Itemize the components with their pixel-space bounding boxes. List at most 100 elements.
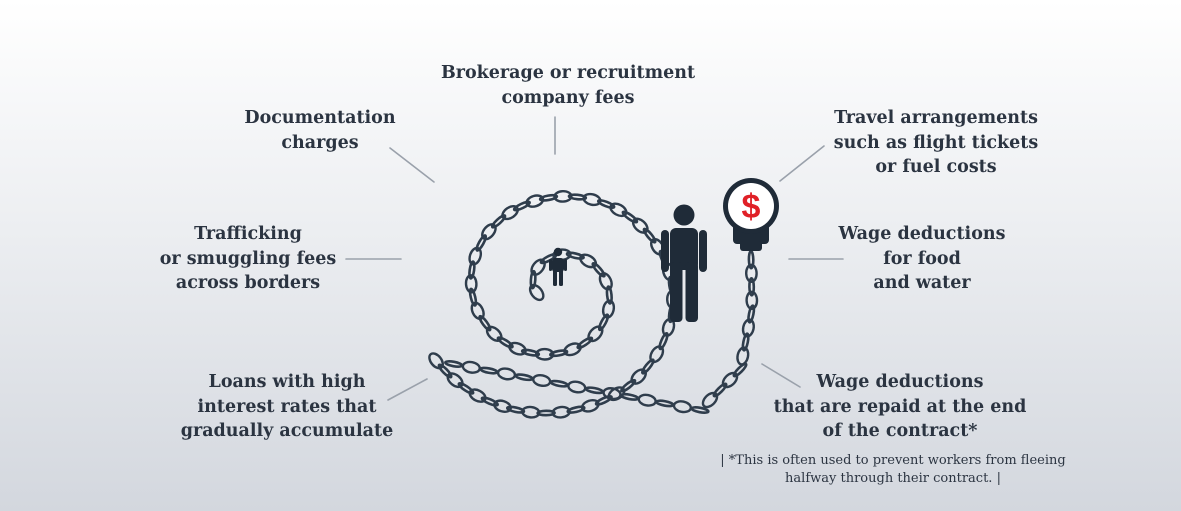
chain-link: [444, 360, 464, 368]
chain-link: [428, 352, 444, 370]
chain-link: [437, 363, 453, 379]
chain-link: [496, 336, 514, 349]
label-wage-end-line-3: of the contract*: [822, 421, 978, 441]
chain-link: [658, 331, 669, 351]
chain-link: [480, 396, 499, 407]
chain-link: [621, 210, 639, 224]
chain-link: [630, 368, 647, 385]
connector-wage-end: [761, 363, 801, 388]
label-loans-line-1: Loans with high: [208, 372, 366, 392]
label-documentation: Documentation charges: [205, 106, 435, 155]
label-trafficking: Trafficking or smuggling fees across bor…: [143, 222, 353, 296]
chain-link: [701, 391, 719, 409]
label-wage-end-line-1: Wage deductions: [816, 372, 984, 392]
label-travel-line-2: such as flight tickets: [833, 132, 1039, 153]
chain-link: [461, 360, 481, 374]
chain-link: [619, 392, 640, 401]
chain-link: [457, 382, 475, 395]
chain-link: [609, 202, 628, 218]
chain-link: [690, 406, 710, 414]
chain-link: [566, 405, 586, 414]
chain-spiral-icon: [428, 189, 759, 419]
footnote: | *This is often used to prevent workers…: [713, 452, 1073, 488]
chain-link: [631, 217, 649, 234]
label-brokerage-line-1: Brokerage or recruitment: [440, 63, 696, 83]
chain-link: [591, 261, 606, 278]
label-wage-food: Wage deductions for food and water: [812, 222, 1032, 296]
small-person-icon: [549, 247, 567, 286]
chain-link: [529, 269, 537, 290]
footnote-line-1: | *This is often used to prevent workers…: [720, 453, 1066, 468]
chain-link: [475, 234, 488, 252]
label-loans: Loans with high interest rates that grad…: [162, 370, 412, 444]
chain-link: [496, 367, 517, 381]
chain-link: [745, 290, 759, 310]
chain-link: [594, 394, 613, 406]
chain-link: [536, 409, 556, 417]
chain-link: [479, 366, 499, 375]
label-wage-food-line-3: and water: [873, 273, 971, 293]
chain-link: [514, 373, 534, 382]
chain-link: [620, 378, 637, 393]
connector-loans: [387, 378, 428, 401]
chain-link: [732, 362, 748, 378]
chain-link: [741, 332, 750, 352]
chain-link: [642, 227, 657, 244]
chain-link: [508, 341, 527, 356]
chain-link: [736, 346, 750, 366]
chain-link: [563, 342, 582, 357]
chain-link: [485, 325, 503, 342]
chain-link: [501, 205, 519, 221]
connector-travel: [779, 145, 825, 182]
chain-link: [576, 336, 594, 350]
chain-link: [655, 399, 675, 408]
chain-link: [567, 193, 588, 201]
chain-link: [567, 380, 587, 394]
label-loans-line-3: gradually accumulate: [180, 421, 394, 441]
chain-link: [747, 304, 756, 324]
footnote-line-2: halfway through their contract. |: [785, 471, 1001, 486]
label-loans-line-2: interest rates that: [197, 396, 377, 417]
label-wage-end: Wage deductions that are repaid at the e…: [755, 370, 1045, 444]
chain-link: [712, 382, 728, 398]
chain-link: [478, 314, 492, 332]
chain-link: [512, 200, 531, 212]
padlock-dollar-icon: $: [723, 178, 779, 251]
label-trafficking-line-1: Trafficking: [194, 224, 302, 244]
chain-link: [549, 349, 569, 358]
chain-link: [748, 277, 756, 297]
chain-link: [596, 199, 616, 209]
chain-link: [532, 373, 552, 388]
chain-link: [549, 379, 569, 388]
chain-link: [565, 251, 585, 260]
chain-link: [481, 223, 497, 241]
dollar-sign: $: [742, 188, 761, 226]
chain-link: [721, 371, 739, 389]
label-travel-line-3: or fuel costs: [875, 157, 997, 177]
label-documentation-line-1: Documentation: [244, 108, 396, 128]
chain-link: [672, 400, 693, 414]
large-person-icon: [661, 204, 707, 322]
chain-link: [641, 358, 655, 375]
label-trafficking-line-2: or smuggling fees: [159, 248, 337, 269]
chain-link: [530, 258, 546, 276]
chain-link: [468, 260, 476, 280]
label-brokerage-line-2: company fees: [501, 87, 635, 108]
chain-link: [490, 214, 507, 229]
chain-link: [525, 194, 545, 208]
chain-link: [605, 285, 613, 305]
chain-link: [598, 272, 613, 291]
chain-link: [584, 386, 605, 395]
label-wage-food-line-1: Wage deductions: [838, 224, 1006, 244]
chain-link: [637, 393, 657, 407]
label-travel-line-1: Travel arrangements: [834, 108, 1038, 128]
chain-link: [468, 287, 478, 307]
chain-link: [597, 313, 610, 332]
label-brokerage: Brokerage or recruitment company fees: [418, 61, 718, 110]
connector-documentation: [389, 147, 435, 183]
chain-link: [493, 399, 512, 413]
chain-link: [744, 263, 758, 283]
chain-link: [538, 193, 559, 202]
chain-link: [741, 318, 755, 338]
